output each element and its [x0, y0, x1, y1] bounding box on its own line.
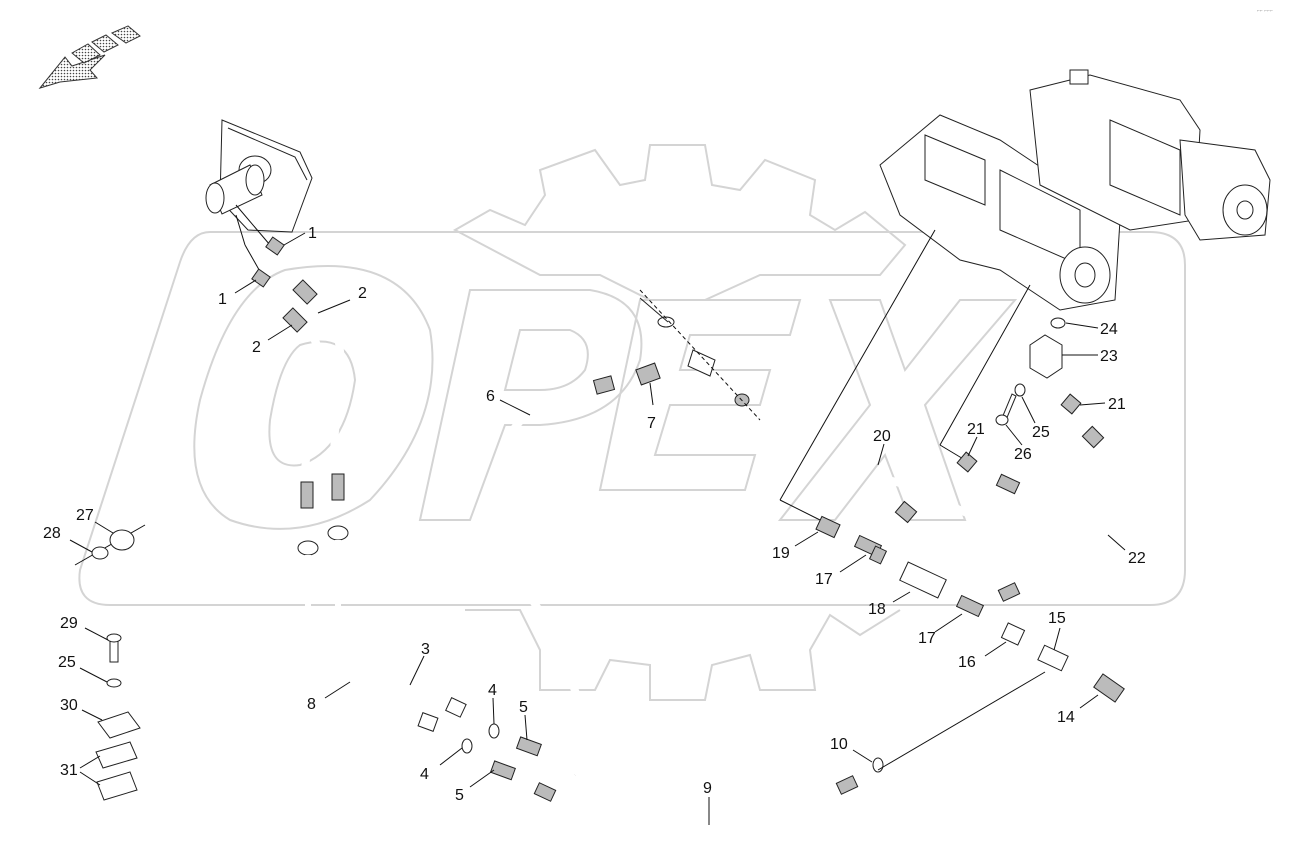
- callout-9: 9: [703, 780, 712, 797]
- callout-5: 5: [455, 787, 464, 804]
- callout-10: 10: [830, 736, 848, 753]
- callout-18: 18: [868, 601, 886, 618]
- pipe-3: [327, 525, 467, 718]
- pipe-8: [297, 540, 439, 732]
- callout-20: 20: [873, 428, 891, 445]
- tee-15: [1037, 644, 1069, 672]
- callout-15: 15: [1048, 610, 1066, 627]
- callout-labels: 1 1 2 2 3 4 4 5 5 6 7 8 9 10 14 15 16 17…: [43, 225, 1146, 804]
- hose-22: [997, 425, 1119, 602]
- direction-arrow-icon: [38, 25, 141, 89]
- callout-26: 26: [1014, 446, 1032, 463]
- callout-21: 21: [967, 421, 985, 438]
- callout-7: 7: [647, 415, 656, 432]
- callout-29: 29: [60, 615, 78, 632]
- callout-4: 4: [420, 766, 429, 783]
- fitting-16: [1000, 622, 1026, 646]
- callout-14: 14: [1057, 709, 1075, 726]
- hose-20: [863, 473, 1050, 530]
- steering-unit-drawing: [205, 119, 313, 276]
- callout-30: 30: [60, 697, 78, 714]
- callout-28: 28: [43, 525, 61, 542]
- fitting-7: [635, 289, 761, 421]
- callout-31: 31: [60, 762, 78, 779]
- callout-17: 17: [815, 571, 833, 588]
- callout-21: 21: [1108, 396, 1126, 413]
- callout-2: 2: [252, 339, 261, 356]
- callout-4: 4: [488, 682, 497, 699]
- fitting-27: [74, 524, 146, 566]
- hose-9: [533, 775, 859, 833]
- callout-16: 16: [958, 654, 976, 671]
- callout-2: 2: [358, 285, 367, 302]
- callout-1: 1: [218, 291, 227, 308]
- tee-17-upper: [853, 534, 888, 565]
- callout-6: 6: [486, 388, 495, 405]
- fitting-1-upper: [265, 236, 285, 256]
- callout-1: 1: [308, 225, 317, 242]
- fitting-1-lower: [251, 268, 271, 288]
- adapter-5-right: [515, 736, 542, 757]
- callout-3: 3: [421, 641, 430, 658]
- tee-17-lower: [955, 594, 985, 618]
- quick-coupler-14: [1093, 673, 1125, 703]
- watermark-gear: [452, 144, 907, 701]
- check-valve-18: [899, 561, 947, 599]
- hose-2-pair: [282, 279, 345, 509]
- fitting-19: [815, 515, 841, 539]
- corner-mark: ⌐⌐ ⌐⌐⌐: [1257, 8, 1273, 14]
- callout-25: 25: [58, 654, 76, 671]
- leader-lines: [69, 232, 1126, 825]
- washer-4-right: [488, 723, 500, 739]
- callout-25: 25: [1032, 424, 1050, 441]
- valve-block-drawing: [779, 69, 1271, 526]
- callout-17: 17: [918, 630, 936, 647]
- adapter-5-left: [489, 760, 516, 781]
- callout-19: 19: [772, 545, 790, 562]
- washer-4-left: [461, 738, 473, 754]
- fitting-21-left: [956, 451, 978, 473]
- callout-5: 5: [519, 699, 528, 716]
- callout-27: 27: [76, 507, 94, 524]
- clamp-assembly: [95, 633, 141, 801]
- manifold-block-23: [995, 317, 1066, 426]
- callout-24: 24: [1100, 321, 1118, 338]
- cap-28: [91, 546, 109, 560]
- fitting-21-right: [1060, 393, 1082, 415]
- callout-22: 22: [1128, 550, 1146, 567]
- callout-23: 23: [1100, 348, 1118, 365]
- callout-8: 8: [307, 696, 316, 713]
- hose-6: [496, 375, 616, 778]
- watermark-logo: [78, 231, 1186, 606]
